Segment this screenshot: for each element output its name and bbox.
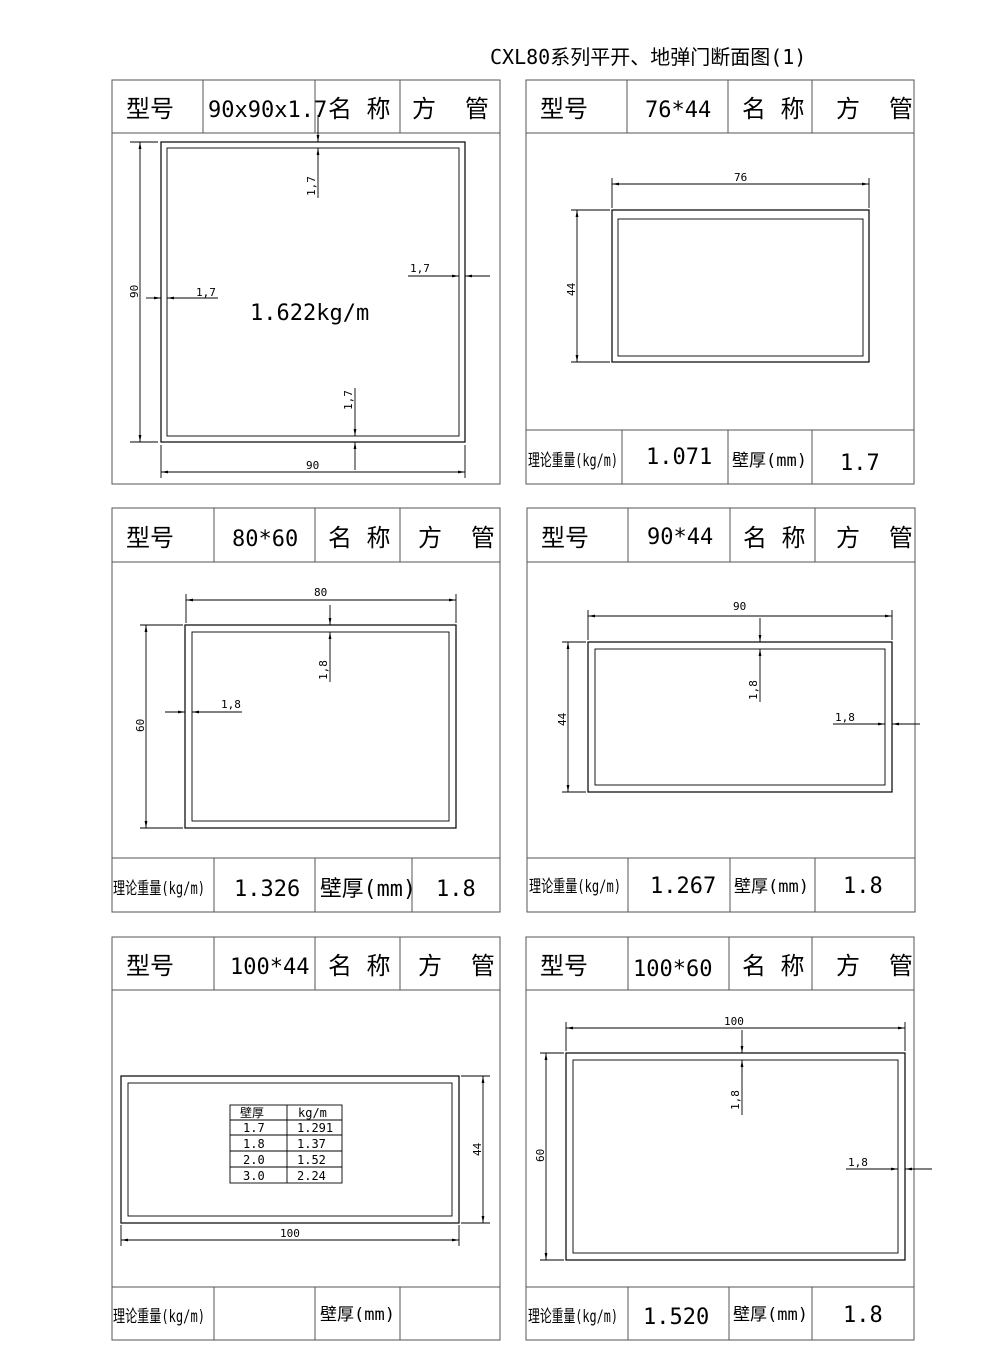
dim-width: 80: [314, 586, 327, 599]
sheet-title: CXL80系列平开、地弹门断面图(1): [490, 45, 806, 69]
model-label: 型号: [541, 524, 589, 552]
dim-width: 90: [306, 459, 319, 472]
weight-table: 壁厚 kg/m 1.7 1.291 1.8 1.37 2.0 1.52 3.0 …: [229, 1104, 343, 1184]
model-value: 80*60: [232, 527, 298, 552]
model-label: 型号: [126, 952, 174, 980]
table-header: 壁厚: [240, 1105, 264, 1120]
table-cell: 1.37: [297, 1137, 326, 1151]
dim-thickness-right: 1,8: [835, 711, 855, 724]
table-cell: 1.7: [243, 1121, 265, 1135]
model-label: 型号: [126, 95, 174, 123]
dim-thickness-bottom: 1,7: [342, 390, 355, 410]
weight-value: 1.267: [650, 874, 716, 899]
name-value: 方 管: [836, 952, 913, 980]
thickness-value: 1.8: [843, 874, 883, 899]
dim-width: 90: [733, 600, 746, 613]
table-cell: 1.8: [243, 1137, 265, 1151]
dim-height: 44: [471, 1142, 484, 1156]
model-value: 90x90x1.7: [208, 98, 327, 123]
dim-thickness-right: 1,8: [848, 1156, 868, 1169]
name-label: 名 称: [742, 952, 804, 980]
weight-value: 1.520: [643, 1305, 709, 1330]
table-cell: 2.24: [297, 1169, 326, 1183]
panel-80x60: 型号 80*60 名 称 方 管 理论重量(kg/m) 1.326 壁厚(mm)…: [111, 507, 501, 913]
thickness-value: 1.8: [843, 1303, 883, 1328]
thickness-label: 壁厚(mm): [734, 877, 809, 897]
weight-label: 理论重量(kg/m): [113, 879, 205, 899]
thickness-value: 1.8: [436, 877, 476, 902]
dim-thickness-left: 1,8: [221, 698, 241, 711]
weight-label: 理论重量(kg/m): [529, 877, 621, 897]
name-label: 名 称: [743, 524, 805, 552]
model-value: 90*44: [647, 525, 713, 550]
model-label: 型号: [540, 952, 588, 980]
table-header: kg/m: [298, 1106, 327, 1120]
dim-height: 90: [128, 285, 141, 298]
weight-label: 理论重量(kg/m): [528, 1307, 618, 1327]
dim-height: 44: [565, 282, 578, 296]
dim-thickness-top: 1,8: [747, 680, 760, 700]
thickness-label: 壁厚(mm): [320, 877, 416, 902]
tube-outer: [160, 141, 466, 443]
dim-width: 76: [734, 171, 747, 184]
name-value: 方 管: [836, 524, 913, 552]
name-label: 名 称: [328, 524, 390, 552]
weight-label: 理论重量(kg/m): [113, 1307, 205, 1327]
panel-100x44: 型号 100*44 名 称 方 管 理论重量(kg/m) 壁厚(mm) 44 1…: [111, 936, 501, 1341]
weight-text: 1.622kg/m: [250, 301, 369, 326]
panel-90x44: 型号 90*44 名 称 方 管 理论重量(kg/m) 1.267 壁厚(mm)…: [526, 507, 920, 913]
model-value: 100*60: [633, 957, 712, 982]
thickness-label: 壁厚(mm): [320, 1305, 395, 1325]
tube-inner: [166, 147, 460, 437]
table-cell: 3.0: [243, 1169, 265, 1183]
table-cell: 2.0: [243, 1153, 265, 1167]
model-label: 型号: [126, 524, 174, 552]
thickness-value: 1.7: [840, 451, 880, 476]
name-value: 方 管: [418, 952, 495, 980]
dim-width: 100: [280, 1227, 300, 1240]
panel-90x90: 型号 90x90x1.7 名 称 方 管 90 90 1,7 1,7 1,7 1…: [111, 79, 501, 485]
dim-thickness-top: 1,7: [305, 176, 318, 196]
model-value: 76*44: [645, 98, 711, 123]
dim-height: 44: [556, 712, 569, 726]
dim-thickness-left: 1,7: [196, 286, 216, 299]
thickness-label: 壁厚(mm): [733, 1305, 808, 1325]
weight-value: 1.326: [234, 877, 300, 902]
dim-thickness-top: 1,8: [729, 1090, 742, 1110]
weight-value: 1.071: [646, 445, 712, 470]
table-cell: 1.291: [297, 1121, 333, 1135]
model-label: 型号: [540, 95, 588, 123]
table-cell: 1.52: [297, 1153, 326, 1167]
weight-label: 理论重量(kg/m): [528, 451, 618, 471]
name-label: 名 称: [742, 95, 804, 123]
thickness-label: 壁厚(mm): [732, 451, 807, 471]
name-value: 方 管: [418, 524, 495, 552]
name-value: 方 管: [412, 95, 489, 123]
name-value: 方 管: [836, 95, 913, 123]
panel-76x44: 型号 76*44 名 称 方 管 理论重量(kg/m) 1.071 壁厚(mm)…: [525, 79, 915, 485]
model-value: 100*44: [230, 955, 309, 980]
dim-height: 60: [534, 1149, 547, 1162]
panel-100x60: 型号 100*60 名 称 方 管 理论重量(kg/m) 1.520 壁厚(mm…: [525, 936, 932, 1341]
name-label: 名 称: [328, 95, 390, 123]
dim-thickness-top: 1,8: [317, 660, 330, 680]
dim-width: 100: [724, 1015, 744, 1028]
dim-height: 60: [134, 719, 147, 732]
name-label: 名 称: [328, 952, 390, 980]
dim-thickness-right: 1,7: [410, 262, 430, 275]
